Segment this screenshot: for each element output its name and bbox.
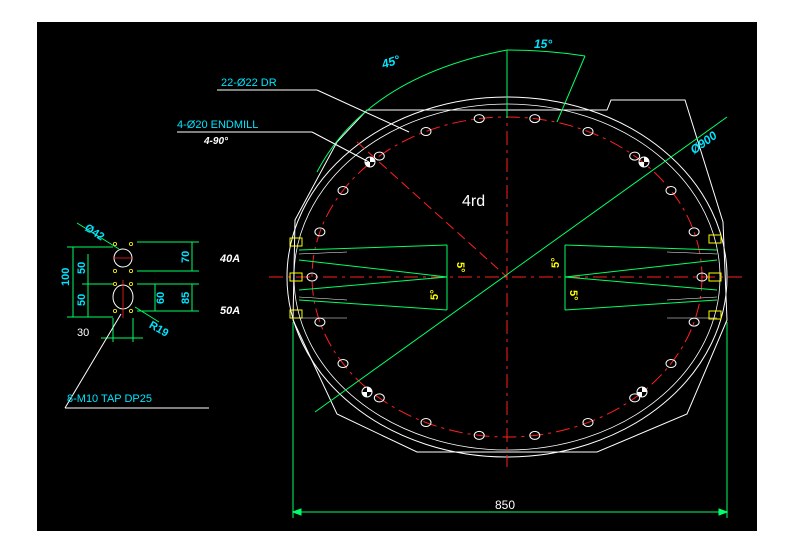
right-taper-extensions [666,251,718,319]
tap-label: 8-M10 TAP DP25 [67,393,152,405]
flange-85: 85 [180,292,192,304]
holes-dr-label: 22-Ø22 DR [221,77,277,89]
bolt-hole [420,127,432,136]
holes-dr-leader [217,89,410,133]
port-40a-label: 40A [219,253,240,265]
bolt-hole [665,186,677,195]
angle-15-label: 15° [534,37,552,51]
left-port-stubs [289,237,303,319]
flange-100: 100 [60,268,72,286]
bolt-hole [665,359,677,368]
flange-60: 60 [155,292,167,304]
angle-5-left-bottom: 5° [429,289,441,300]
dia-900-label: Ø900 [688,128,720,157]
bolt-hole [529,114,541,124]
endmill-hole [364,156,376,168]
port-50a-label: 50A [220,305,240,317]
angle-5-left-top: 5° [454,262,466,273]
width-850-label: 850 [495,498,515,512]
endmill-leader [177,131,370,163]
bolt-hole [373,151,385,161]
bolt-hole [582,127,594,136]
bolt-hole [473,430,485,440]
center-label: 4rd [462,193,485,210]
angle-45-label: 45° [379,52,402,71]
bolt-hole [314,317,326,327]
bolt-holes [306,114,708,440]
width-850-dimension [291,322,729,518]
flange-50-top: 50 [76,262,88,274]
flange-30: 30 [77,327,89,339]
bolt-hole [688,227,700,237]
flange-50-bottom: 50 [76,294,88,306]
flange-r19: R19 [147,319,170,339]
cad-drawing: 45° 15° Ø900 850 5° 5° 5° 5° 4rd 22-Ø22 … [60,37,745,518]
bolt-hole [582,418,594,427]
bolt-hole [337,186,349,195]
diagonal-centerline [356,141,508,278]
endmill-holes [361,156,650,398]
flange-dia-42: Ø42 [82,222,106,243]
bolt-hole [629,393,641,403]
bolt-hole [337,359,349,368]
right-port-stubs [708,234,722,320]
dia-900-dimension-line [314,116,728,413]
endmill-hole [361,386,373,398]
drawing-canvas: 45° 15° Ø900 850 5° 5° 5° 5° 4rd 22-Ø22 … [37,22,757,531]
right-taper-lines [564,244,718,311]
bolt-hole [314,227,326,237]
bolt-hole [306,272,318,282]
endmill-hole [636,386,648,398]
angle-dimensions [316,49,586,173]
bolt-hole [420,418,432,427]
bolt-hole [696,272,708,282]
bolt-hole [629,151,641,161]
bolt-hole [529,430,541,440]
endmill-label: 4-Ø20 ENDMILL [177,119,258,131]
left-taper-extensions [298,251,348,319]
bolt-hole [373,393,385,403]
left-taper-lines [298,244,448,311]
bolt-hole [473,114,485,124]
endmill-angle-label: 4-90° [203,136,229,147]
outer-body-outline [292,99,728,453]
flange-detail [64,222,209,409]
angle-5-right-bottom: 5° [567,290,579,301]
tap-holes [113,241,134,313]
flange-70: 70 [180,251,192,263]
angle-5-right-top: 5° [550,257,562,268]
endmill-hole [638,156,650,168]
